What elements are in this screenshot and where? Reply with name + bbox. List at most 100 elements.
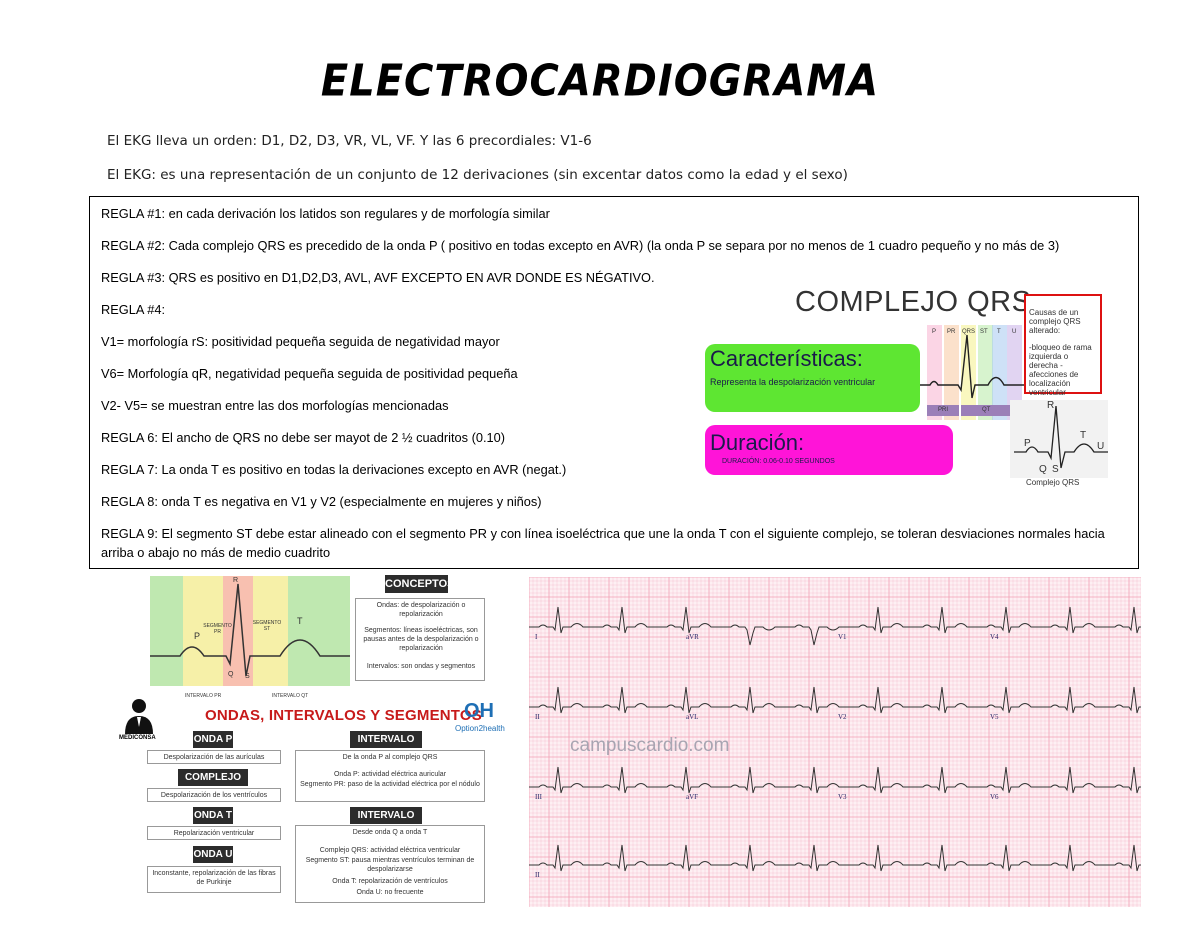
ecg-trace <box>529 844 1141 872</box>
lead-label-v4: V4 <box>990 633 999 641</box>
campuscardio-watermark: campuscardio.com <box>570 735 730 756</box>
conceptos-segmentos: Segmentos: líneas isoeléctricas, son pau… <box>363 627 479 652</box>
conceptos-intervalos: Intervalos: son ondas y segmentos <box>366 663 476 670</box>
intervalo-qt-line3: Segmento ST: pausa mientras ventrículos … <box>305 857 475 873</box>
intervalo-qt-label: INTERVALO QT <box>272 693 309 699</box>
qrs-mini-ecg <box>920 334 1025 399</box>
caracteristicas-title: Características: <box>710 346 863 371</box>
rule-2: REGLA #2: Cada complejo QRS es precedido… <box>101 238 1060 253</box>
strip-yellow-2 <box>253 576 288 686</box>
wave-label-t: T <box>1080 430 1087 441</box>
band-p <box>927 325 942 420</box>
conceptos-header: CONCEPTOS <box>385 575 454 593</box>
intro-line-definition: El EKG: es una representación de un conj… <box>107 167 848 183</box>
lead-label-v3: V3 <box>838 793 847 801</box>
rule-9: REGLA 9: El segmento ST debe estar aline… <box>101 526 1105 560</box>
rule-4-v1: V1= morfología rS: positividad pequeña s… <box>101 334 500 349</box>
pri-bar <box>927 405 959 416</box>
strip-yellow <box>183 576 223 686</box>
band-label-qrs: QRS <box>962 329 976 335</box>
onda-u-box <box>147 866 281 893</box>
intervalo-qt-header: INTERVALO QT <box>350 807 422 838</box>
qrs-panel-title: COMPLEJO QRS <box>795 286 1032 318</box>
wave-s: S <box>245 673 250 680</box>
lead-label-i: I <box>535 633 538 641</box>
causes-text: -bloqueo de rama izquierda o derecha -af… <box>1029 343 1092 397</box>
rule-4-v2-v5: V2- V5= se muestran entre las dos morfol… <box>101 398 449 413</box>
band-label-t: T <box>997 329 1001 335</box>
intervalo-pr-line1: De la onda P al complejo QRS <box>342 754 438 761</box>
intervalo-qt-line4: Onda T: repolarización de ventrículos <box>332 878 448 885</box>
segmento-st: SEGMENTO ST <box>252 620 282 632</box>
lead-label-v2: V2 <box>838 713 847 721</box>
complejo-qrs-header: COMPLEJO QRS <box>178 769 248 800</box>
lead-label-ii-rhythm: II <box>535 871 540 879</box>
wave-label-s: S <box>1052 464 1059 475</box>
intervalo-qt-line2: Complejo QRS: actividad eléctrica ventri… <box>319 847 461 854</box>
segmento-pr: SEGMENTO PR <box>203 623 232 635</box>
wave-diagram <box>150 583 350 677</box>
onda-p-header: ONDA P <box>193 731 233 748</box>
onda-t-header: ONDA T <box>193 807 233 824</box>
wave-p: P <box>194 631 201 641</box>
ondas-intervalos-title: ONDAS, INTERVALOS Y SEGMENTOS <box>205 707 482 724</box>
option2health-logo: OH <box>464 700 494 722</box>
doctor-logo-icon <box>125 699 153 734</box>
rule-4: REGLA #4: <box>101 302 166 317</box>
strip-green-2 <box>288 576 350 686</box>
mediconsa-brand: MEDICONSA <box>119 735 156 741</box>
strip-green <box>150 576 183 686</box>
ecg-trace <box>529 686 1141 714</box>
band-label-p: P <box>932 329 937 335</box>
causes-box <box>1024 294 1102 394</box>
intervalo-pr-box <box>295 750 485 802</box>
band-st <box>978 325 993 420</box>
option2health-name: Option2health <box>455 724 505 733</box>
ecg-background <box>529 577 1141 907</box>
intervalo-qt-line5: Onda U: no frecuente <box>356 889 424 896</box>
wave-label-p: P <box>1024 438 1031 449</box>
qt-bar <box>961 405 1011 416</box>
lead-label-ii: II <box>535 713 540 721</box>
lead-label-v6: V6 <box>990 793 999 801</box>
rule-4-v6: V6= Morfología qR, negatividad pequeña s… <box>101 366 518 381</box>
wave-label-q: Q <box>1039 464 1047 475</box>
conceptos-box <box>355 598 485 681</box>
rule-3: REGLA #3: QRS es positivo en D1,D2,D3, A… <box>101 270 655 285</box>
lead-label-avr: aVR <box>686 633 699 641</box>
rules-box: REGLA #1: en cada derivación los latidos… <box>89 196 1139 569</box>
intervalo-pr-label: INTERVALO PR <box>185 693 222 699</box>
rule-8: REGLA 8: onda T es negativa en V1 y V2 (… <box>101 494 542 509</box>
lead-label-avl: aVL <box>686 713 699 721</box>
onda-t-text: Repolarización ventricular <box>173 830 255 837</box>
complejo-caption: Complejo QRS <box>1026 478 1080 487</box>
wave-label-r: R <box>1047 400 1055 411</box>
page-title: ELECTROCARDIOGRAMA <box>320 55 880 107</box>
intro-line-order: El EKG lleva un orden: D1, D2, D3, VR, V… <box>107 133 592 149</box>
qt-label: QT <box>982 407 991 413</box>
ecg-trace <box>529 766 1141 794</box>
onda-u-header: ONDA U <box>193 846 233 863</box>
onda-p-text: Despolarización de las aurículas <box>163 754 265 761</box>
rule-7: REGLA 7: La onda T es positivo en todas … <box>101 462 567 477</box>
band-label-st: ST <box>980 329 988 335</box>
wave-label-u: U <box>1097 441 1105 452</box>
band-label-pr: PR <box>947 329 956 335</box>
onda-u-text: Inconstante, repolarización de las fibra… <box>152 870 276 886</box>
band-u <box>1007 325 1022 420</box>
wave-r: R <box>233 577 239 584</box>
ecg-12-lead-strip <box>529 577 1141 907</box>
intervalo-pr-line3: Segmento PR: paso de la actividad eléctr… <box>300 781 480 788</box>
wave-t: T <box>297 616 303 626</box>
intervalo-pr-line2: Onda P: actividad eléctrica auricular <box>333 771 447 778</box>
complejo-qrs-box <box>147 788 281 802</box>
duracion-box <box>705 425 953 475</box>
duracion-text: DURACIÓN: 0.06-0.10 SEGUNDOS <box>722 458 835 465</box>
caracteristicas-box <box>705 344 920 412</box>
band-t <box>992 325 1007 420</box>
lead-label-v5: V5 <box>990 713 999 721</box>
intervalo-qt-box <box>295 825 485 903</box>
lead-label-iii: III <box>535 793 542 801</box>
intervalo-pr-header: INTERVALO PR <box>350 731 422 762</box>
band-pr <box>944 325 959 420</box>
